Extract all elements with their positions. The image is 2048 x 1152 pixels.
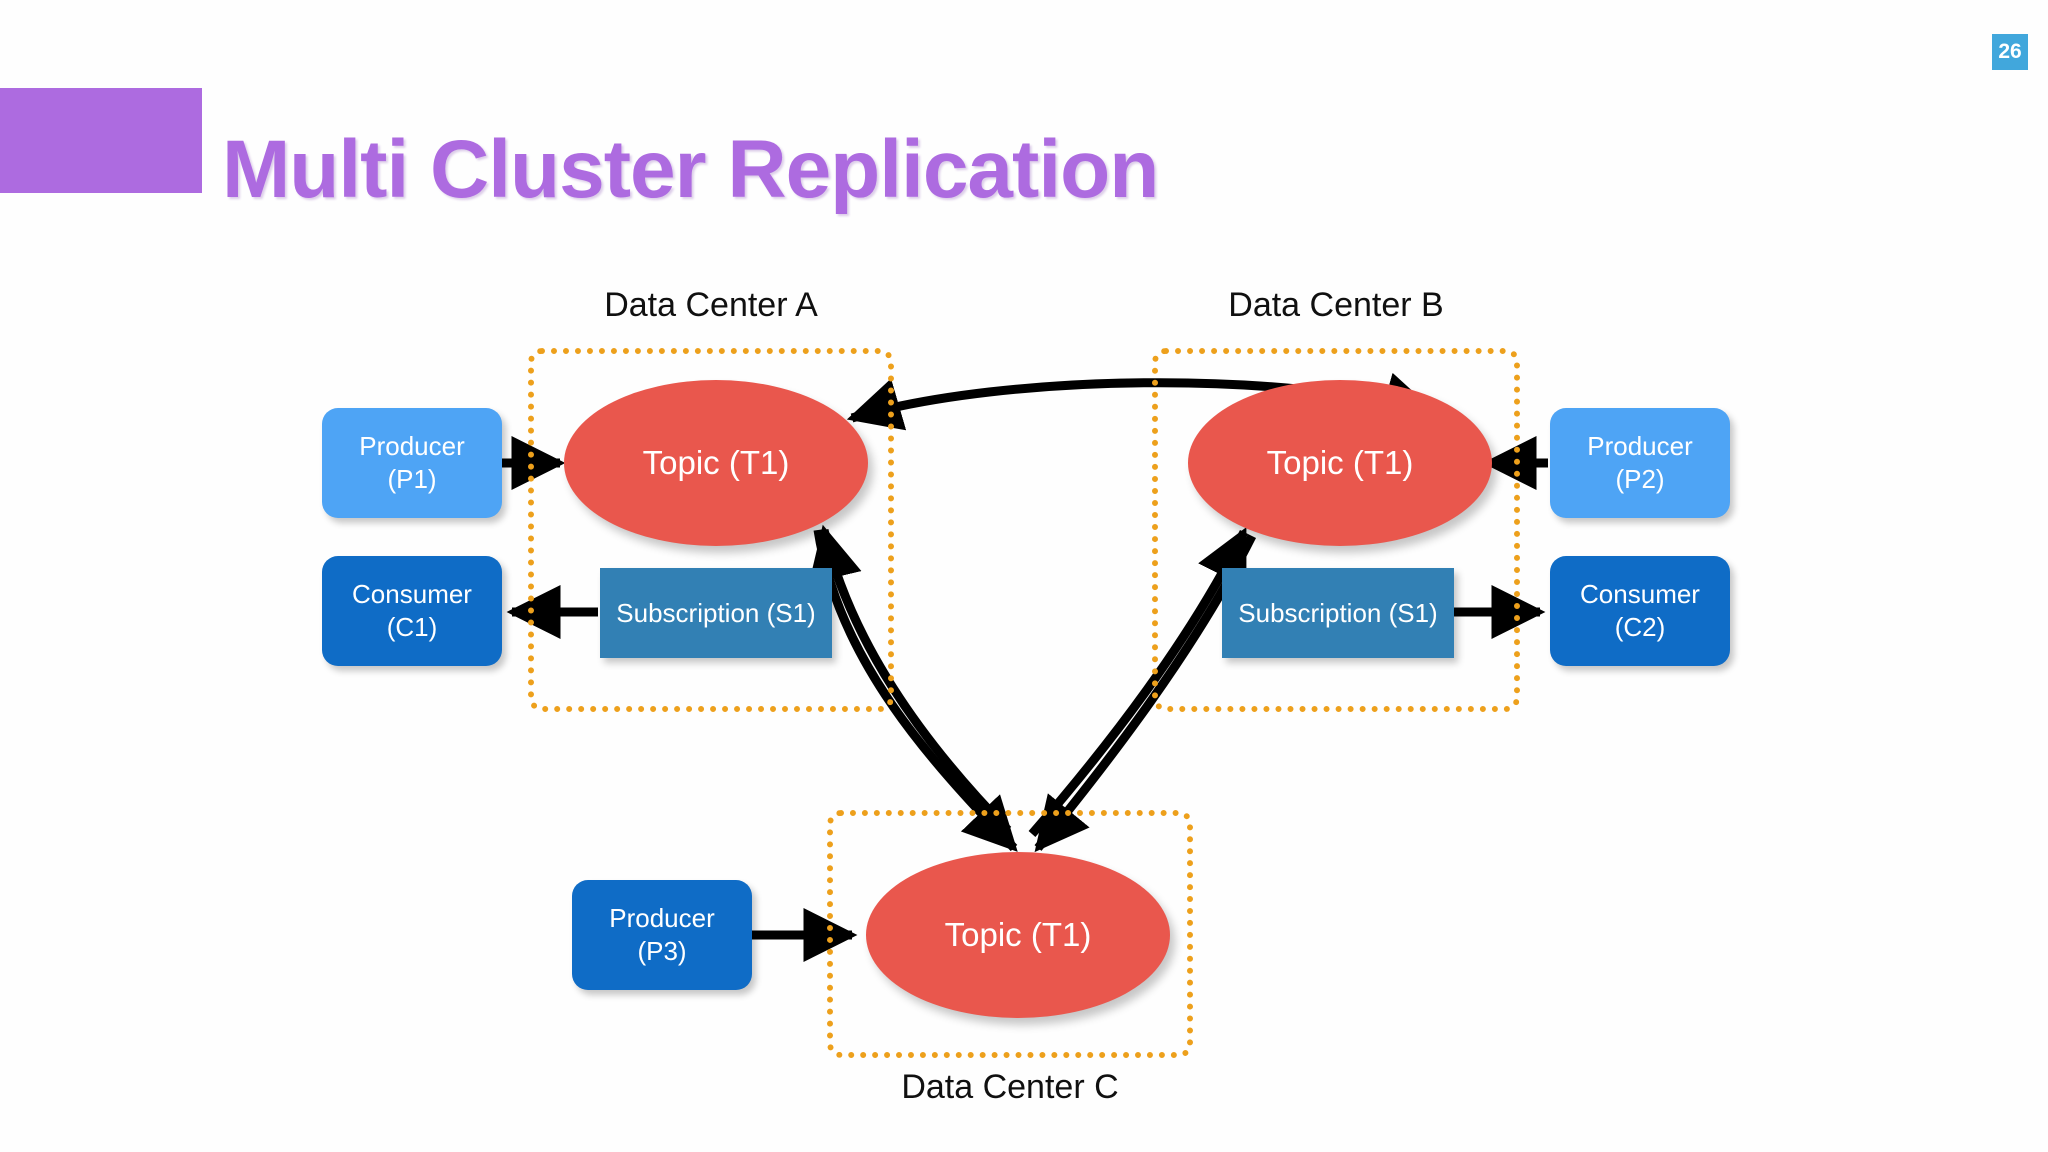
producer-p3-node[interactable]: Producer (P3) bbox=[572, 880, 752, 990]
producer-p3-tag: (P3) bbox=[637, 936, 687, 966]
consumer-c2-role: Consumer bbox=[1580, 579, 1700, 610]
consumer-c2-tag: (C2) bbox=[1614, 612, 1666, 642]
consumer-c1-role: Consumer bbox=[352, 579, 472, 610]
dc-a-label: Data Center A bbox=[604, 286, 818, 324]
page-title: Multi Cluster Replication bbox=[222, 123, 1159, 215]
subscription-b-label: Subscription (S1) bbox=[1238, 597, 1438, 628]
producer-p2-tag: (P2) bbox=[1615, 464, 1665, 494]
dc-c-container bbox=[827, 810, 1193, 1058]
producer-p1-tag: (P1) bbox=[387, 464, 437, 494]
topic-c-label: Topic (T1) bbox=[944, 916, 1092, 954]
title-accent-block bbox=[0, 88, 202, 193]
producer-p2-node[interactable]: Producer (P2) bbox=[1550, 408, 1730, 518]
consumer-c1-tag: (C1) bbox=[386, 612, 438, 642]
dc-b-label: Data Center B bbox=[1228, 286, 1444, 324]
subscription-s1-dc-b[interactable]: Subscription (S1) bbox=[1222, 568, 1454, 658]
subscription-a-label: Subscription (S1) bbox=[616, 597, 816, 628]
producer-p2-role: Producer bbox=[1587, 431, 1693, 462]
dc-c-label: Data Center C bbox=[901, 1068, 1119, 1106]
topic-b-label: Topic (T1) bbox=[1266, 444, 1414, 482]
slide-number-badge: 26 bbox=[1992, 34, 2028, 70]
producer-p1-node[interactable]: Producer (P1) bbox=[322, 408, 502, 518]
consumer-c2-node[interactable]: Consumer (C2) bbox=[1550, 556, 1730, 666]
consumer-c1-node[interactable]: Consumer (C1) bbox=[322, 556, 502, 666]
topic-a-label: Topic (T1) bbox=[642, 444, 790, 482]
producer-p3-role: Producer bbox=[609, 903, 715, 934]
topic-t1-dc-b[interactable]: Topic (T1) bbox=[1188, 380, 1492, 546]
topic-t1-dc-c[interactable]: Topic (T1) bbox=[866, 852, 1170, 1018]
dc-a-container bbox=[528, 348, 894, 712]
dc-b-container bbox=[1152, 348, 1520, 712]
subscription-s1-dc-a[interactable]: Subscription (S1) bbox=[600, 568, 832, 658]
topic-t1-dc-a[interactable]: Topic (T1) bbox=[564, 380, 868, 546]
producer-p1-role: Producer bbox=[359, 431, 465, 462]
